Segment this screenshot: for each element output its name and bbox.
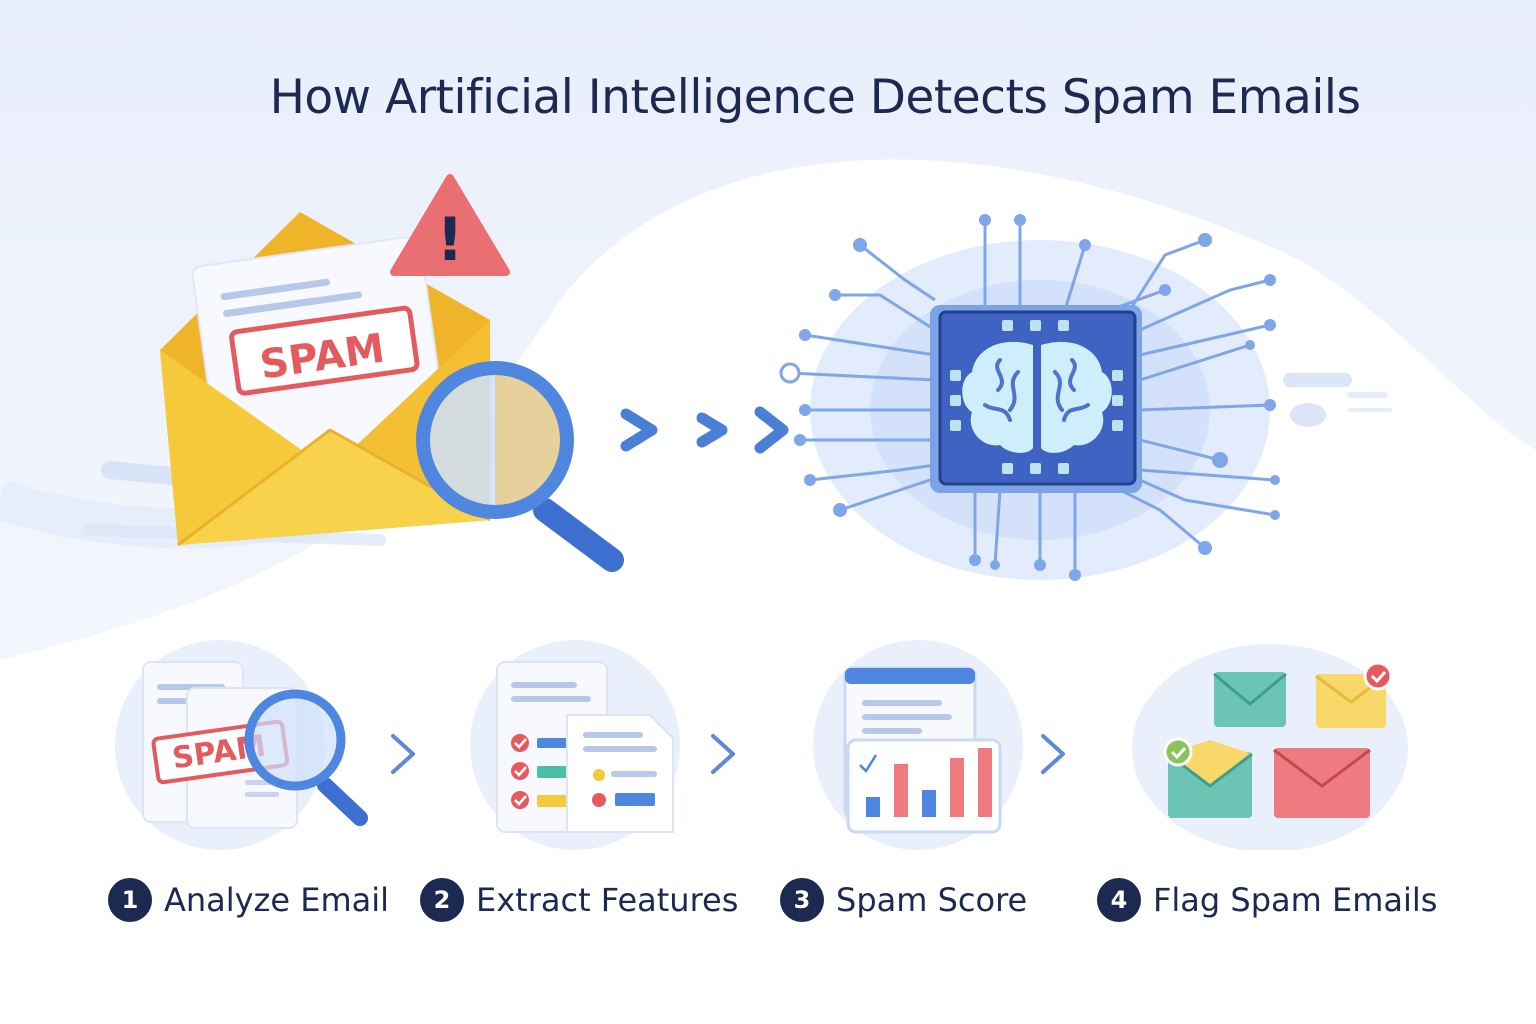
step-label: Extract Features xyxy=(476,881,739,919)
chevron-right-icon xyxy=(391,734,415,774)
magnifier-icon xyxy=(416,361,624,572)
warning-icon: ! xyxy=(390,174,510,276)
step-number: 3 xyxy=(780,878,824,922)
envelope-icon: SPAM xyxy=(160,212,491,547)
checklist xyxy=(511,734,573,809)
step-number: 1 xyxy=(108,878,152,922)
step-label: Flag Spam Emails xyxy=(1153,881,1438,919)
score-bars xyxy=(866,748,992,817)
chevron-arrows-icon xyxy=(620,406,789,454)
step-4-icon xyxy=(1132,644,1408,850)
step-2-icon xyxy=(470,640,680,850)
step-number: 4 xyxy=(1097,878,1141,922)
envelope-teal-icon xyxy=(1213,672,1287,727)
step-4: 4 Flag Spam Emails xyxy=(1097,876,1437,924)
chevron-right-icon xyxy=(1041,734,1065,774)
chevron-right-icon xyxy=(711,734,735,774)
brain-icon xyxy=(962,341,1112,453)
step-1-icon: SPAM xyxy=(115,640,368,850)
hero-illustration: SPAM ! xyxy=(84,174,1392,581)
step-3-icon xyxy=(813,640,1023,850)
step-number: 2 xyxy=(420,878,464,922)
step-3: 3 Spam Score xyxy=(780,876,1027,924)
step-label: Spam Score xyxy=(836,881,1028,919)
envelope-yellow-icon xyxy=(1315,661,1393,728)
ai-chip-icon xyxy=(779,214,1280,581)
envelope-red-icon xyxy=(1273,748,1371,818)
svg-text:!: ! xyxy=(436,205,463,275)
step-1: 1 Analyze Email xyxy=(108,876,389,924)
step-label: Analyze Email xyxy=(164,881,390,919)
page-title: How Artificial Intelligence Detects Spam… xyxy=(269,70,1361,125)
step-2: 2 Extract Features xyxy=(420,876,738,924)
envelope-open-icon xyxy=(1163,737,1253,818)
